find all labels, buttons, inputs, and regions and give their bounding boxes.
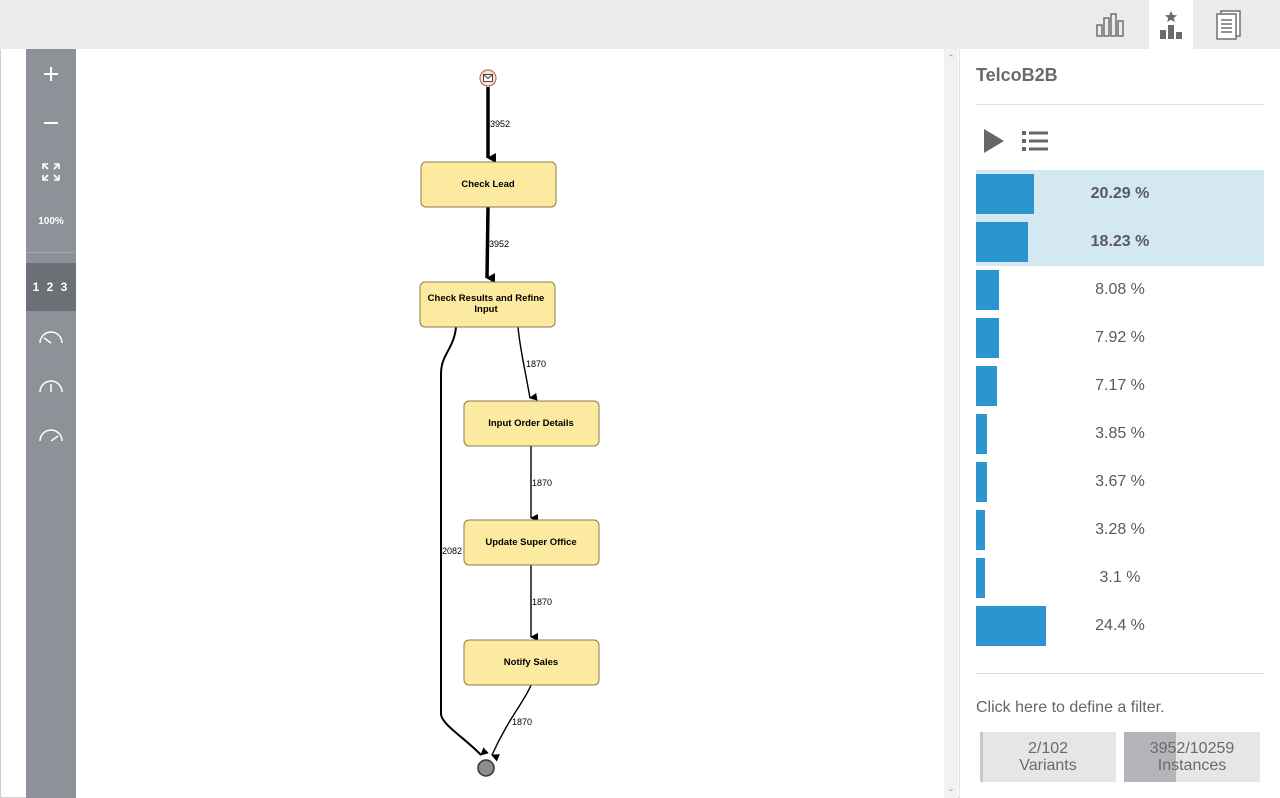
variant-row[interactable]: 3.1 % [976, 554, 1264, 602]
document-icon[interactable] [1207, 0, 1251, 49]
variant-percent: 7.17 % [1095, 377, 1145, 394]
variant-percent: 3.28 % [1095, 521, 1145, 538]
variant-row[interactable]: 7.17 % [976, 362, 1264, 410]
list-icon [1022, 131, 1048, 151]
activity-label: Update Super Office [485, 537, 576, 548]
activity-check-lead[interactable]: Check Lead [420, 161, 557, 208]
dataset-title: TelcoB2B [976, 65, 1058, 85]
gauge-medium-icon [39, 380, 63, 393]
variant-share-bar [976, 222, 1028, 262]
variant-percent: 3.1 % [1099, 569, 1141, 586]
play-icon [984, 129, 1004, 153]
zoom-level: 100% [38, 215, 64, 227]
edge-count-label: 1870 [532, 597, 552, 607]
variant-row[interactable]: 3.85 % [976, 410, 1264, 458]
performance-medium-button[interactable] [26, 364, 76, 408]
edge-check-results-end[interactable] [440, 326, 489, 756]
edge-count-label: 1870 [532, 478, 552, 488]
edge-count-label: 3952 [489, 239, 509, 249]
activity-update-super[interactable]: Update Super Office [463, 519, 600, 566]
zoom-out-button[interactable] [26, 101, 76, 145]
canvas-scrollbar[interactable]: ⌃ ⌄ [944, 49, 958, 798]
variant-percent: 8.08 % [1095, 281, 1145, 298]
frequency-mode-button[interactable]: 1 2 3 [26, 263, 76, 311]
edge-check-results-input-order[interactable] [517, 326, 538, 401]
variants-panel: TelcoB2B 20.29 % 18.23 % 8.08 % 7.92 % 7.17 … [959, 49, 1280, 798]
edge-count-label: 2082 [442, 546, 462, 556]
edge-count-label: 1870 [512, 717, 532, 727]
variant-row[interactable]: 18.23 % [976, 218, 1264, 266]
variant-share-bar [976, 366, 997, 406]
edge-notify-sales-end[interactable] [491, 684, 532, 762]
variant-share-bar [976, 318, 999, 358]
panel-divider [976, 104, 1264, 105]
variant-percent: 3.67 % [1095, 473, 1145, 490]
gauge-fast-icon [39, 429, 63, 442]
start-event[interactable] [479, 69, 497, 87]
activity-label: Input [474, 304, 498, 315]
edge-count-label: 3952 [490, 119, 510, 129]
variant-percent: 20.29 % [1090, 185, 1150, 202]
variant-share-bar [976, 174, 1034, 214]
variant-row[interactable]: 7.92 % [976, 314, 1264, 362]
list-button[interactable] [1017, 123, 1053, 159]
variant-row[interactable]: 20.29 % [976, 170, 1264, 218]
end-event[interactable] [477, 759, 495, 777]
variant-row[interactable]: 24.4 % [976, 602, 1264, 650]
variant-share-bar [976, 462, 987, 502]
panel-divider [976, 673, 1264, 674]
stat-edge [980, 732, 983, 782]
scroll-down-icon[interactable]: ⌄ [947, 783, 955, 793]
variants-stat[interactable]: 2/102 Variants [980, 732, 1116, 782]
variants-count: 2/102 [1027, 740, 1069, 757]
variant-share-bar [976, 270, 999, 310]
variant-share-bar [976, 606, 1046, 646]
fit-screen-button[interactable] [26, 150, 76, 194]
performance-fast-button[interactable] [26, 413, 76, 457]
variant-share-bar [976, 558, 985, 598]
variants-label: Variants [1019, 757, 1077, 774]
variant-percent: 24.4 % [1095, 617, 1145, 634]
activity-check-results[interactable]: Check Results and Refine Input [419, 281, 556, 328]
variant-share-bar [976, 414, 987, 454]
instances-label: Instances [1157, 757, 1227, 774]
activity-label: Check Results and Refine [428, 293, 545, 304]
zoom-in-icon [44, 67, 58, 81]
scroll-up-icon[interactable]: ⌃ [947, 53, 955, 63]
variant-percent: 18.23 % [1090, 233, 1150, 250]
play-button[interactable] [976, 123, 1012, 159]
variant-percent: 3.85 % [1095, 425, 1145, 442]
performance-slow-button[interactable] [26, 315, 76, 359]
activity-input-order[interactable]: Input Order Details [463, 400, 600, 447]
activity-label: Input Order Details [488, 418, 574, 429]
variant-share-bar [976, 510, 985, 550]
activity-label: Check Lead [461, 179, 515, 190]
instances-stat[interactable]: 3952/10259 Instances [1124, 732, 1260, 782]
define-filter-link[interactable]: Click here to define a filter. [976, 699, 1165, 716]
activity-notify-sales[interactable]: Notify Sales [463, 639, 600, 686]
variant-list: 20.29 % 18.23 % 8.08 % 7.92 % 7.17 % 3.85 % 3.… [976, 170, 1264, 650]
zoom-in-button[interactable] [26, 52, 76, 96]
variant-row[interactable]: 3.28 % [976, 506, 1264, 554]
activity-label: Notify Sales [504, 657, 558, 668]
edge-count-label: 1870 [526, 359, 546, 369]
fit-screen-icon [42, 163, 60, 181]
instances-ratio-fill [1124, 732, 1176, 782]
gauge-slow-icon [39, 331, 63, 344]
process-map: 3952 3952 1870 1870 1870 1870 2082 Check… [419, 69, 600, 777]
zoom-reset-button[interactable]: 100% [26, 199, 76, 243]
variant-row[interactable]: 8.08 % [976, 266, 1264, 314]
top-bar [0, 0, 1280, 49]
ranked-chart-icon[interactable] [1149, 0, 1193, 49]
frequency-label: 1 2 3 [32, 280, 70, 294]
edge-check-lead-check-results[interactable] [485, 206, 496, 284]
variant-percent: 7.92 % [1095, 329, 1145, 346]
instances-count: 3952/10259 [1149, 740, 1235, 757]
zoom-out-icon [44, 122, 58, 124]
toolbar-divider [26, 252, 76, 253]
bar-chart-icon[interactable] [1089, 0, 1133, 49]
map-toolbar: 100% 1 2 3 [26, 49, 76, 798]
variant-row[interactable]: 3.67 % [976, 458, 1264, 506]
process-map-canvas[interactable]: 3952 3952 1870 1870 1870 1870 2082 Check… [76, 49, 944, 798]
